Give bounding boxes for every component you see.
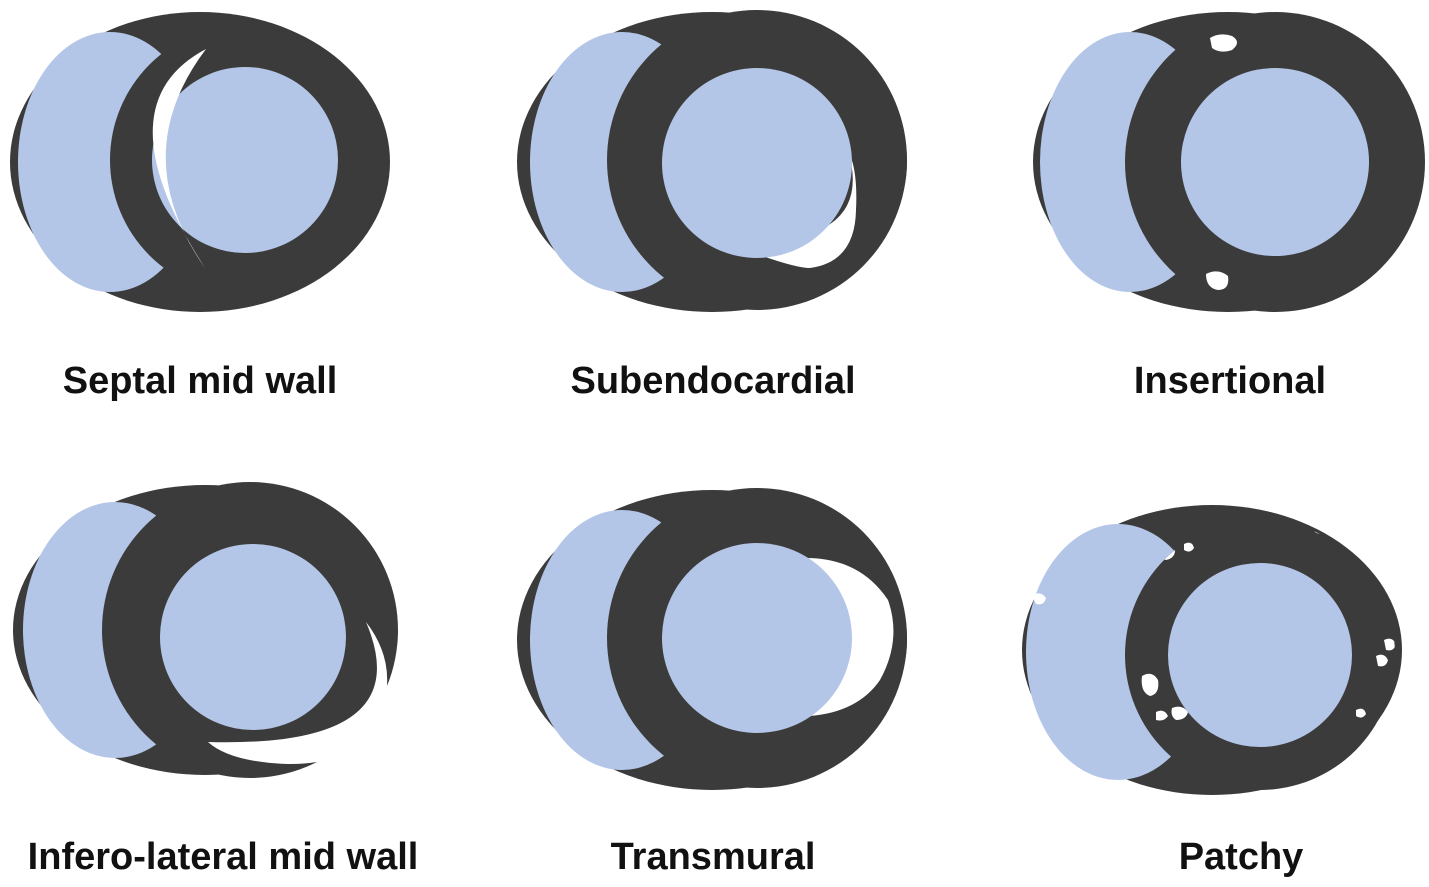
infero-lateral-enhancement: [208, 622, 388, 765]
heart-patchy: [1022, 505, 1402, 795]
panel-label-subendocardial: Subendocardial: [570, 360, 856, 402]
patchy-enhancement: [1156, 710, 1168, 721]
patchy-enhancement: [1171, 706, 1188, 720]
septal-enhancement: [152, 49, 206, 268]
subendocardial-enhancement: [720, 150, 857, 268]
left-ventricle-cavity: [160, 544, 346, 730]
patchy-enhancement: [1384, 638, 1395, 651]
panel-label-insertional: Insertional: [1133, 360, 1327, 402]
patchy-enhancement: [1184, 542, 1194, 552]
patchy-enhancement: [1141, 673, 1159, 696]
panel-label-septal-mid-wall: Septal mid wall: [62, 360, 338, 402]
heart-transmural: [517, 488, 907, 790]
heart-infero-lateral-mid-wall: [13, 482, 398, 778]
patchy-enhancement: [1356, 708, 1366, 718]
insertion-point-enhancement: [1206, 271, 1229, 290]
panel-label-patchy: Patchy: [1178, 836, 1304, 878]
panel-label-infero-lateral-mid-wall: Infero-lateral mid wall: [27, 836, 419, 878]
left-ventricle-cavity: [662, 68, 852, 258]
heart-insertional: [1033, 12, 1425, 312]
patchy-enhancement: [1032, 593, 1046, 605]
insertion-point-enhancement: [1210, 34, 1237, 52]
left-ventricle-cavity: [1181, 68, 1369, 256]
heart-septal-mid-wall: [10, 12, 390, 312]
panel-label-transmural: Transmural: [610, 836, 816, 878]
heart-subendocardial: [517, 10, 907, 312]
patchy-enhancement: [1376, 654, 1388, 667]
left-ventricle-cavity: [152, 67, 338, 253]
left-ventricle-cavity: [662, 543, 852, 733]
left-ventricle-cavity: [1168, 563, 1352, 747]
